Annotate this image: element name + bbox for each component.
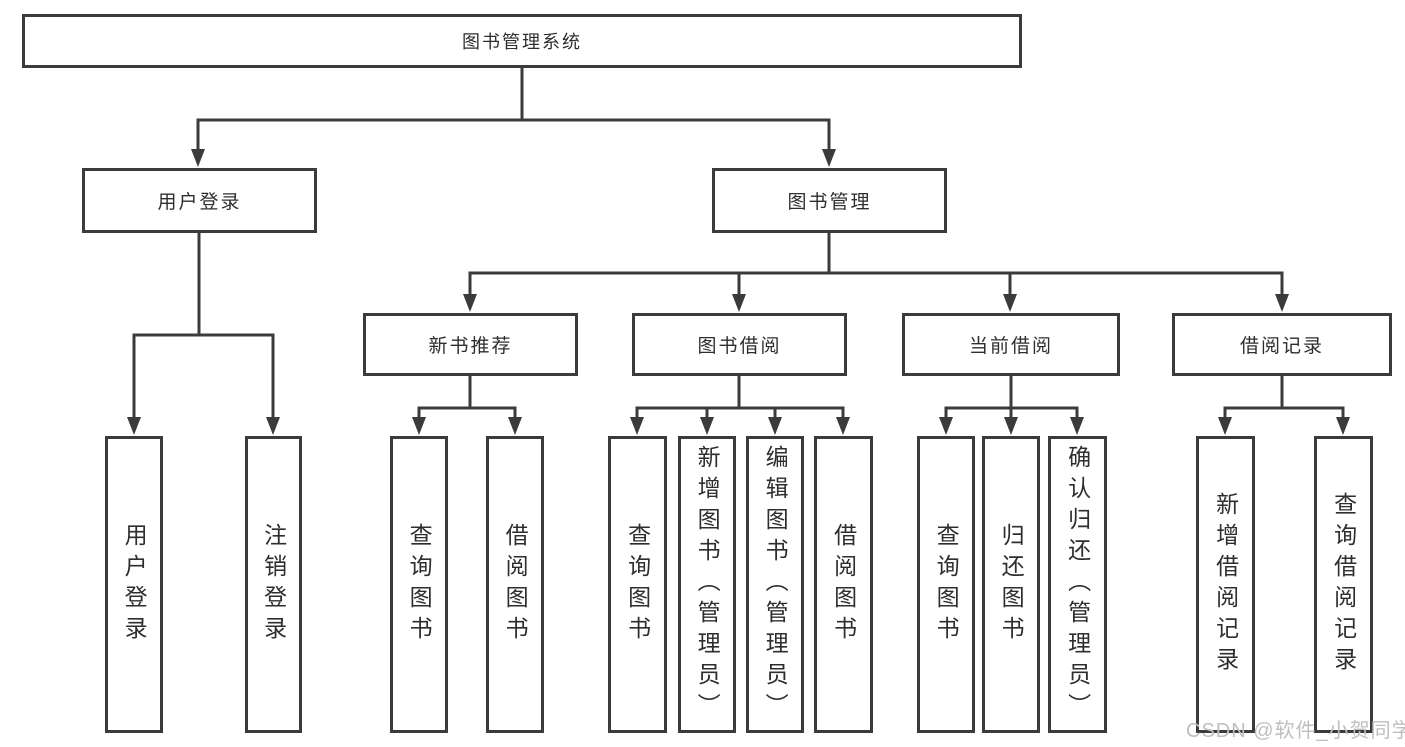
node-edit-books-admin: 编辑图书（管理员） — [746, 436, 804, 733]
arrowhead-icons — [127, 149, 1350, 435]
node-book-management: 图书管理 — [712, 168, 947, 233]
csdn-watermark: CSDN @软件_小贺同学 — [1186, 720, 1405, 742]
node-logout: 注销登录 — [245, 436, 302, 733]
node-query-books-current: 查询图书 — [917, 436, 975, 733]
node-confirm-return-admin: 确认归还（管理员） — [1048, 436, 1107, 733]
node-user-login-leaf: 用户登录 — [105, 436, 163, 733]
node-query-books-recommend: 查询图书 — [390, 436, 448, 733]
node-borrow-records: 借阅记录 — [1172, 313, 1392, 376]
node-query-borrow-record: 查询借阅记录 — [1314, 436, 1373, 733]
node-current-borrow: 当前借阅 — [902, 313, 1120, 376]
node-query-books-borrow: 查询图书 — [608, 436, 667, 733]
node-add-borrow-record: 新增借阅记录 — [1196, 436, 1255, 733]
node-new-book-recommend: 新书推荐 — [363, 313, 578, 376]
node-borrow-books: 借阅图书 — [814, 436, 873, 733]
node-add-books-admin: 新增图书（管理员） — [678, 436, 736, 733]
node-user-login: 用户登录 — [82, 168, 317, 233]
node-library-management-system: 图书管理系统 — [22, 14, 1022, 68]
node-borrow-books-recommend: 借阅图书 — [486, 436, 544, 733]
node-return-books: 归还图书 — [982, 436, 1040, 733]
node-book-borrow: 图书借阅 — [632, 313, 847, 376]
